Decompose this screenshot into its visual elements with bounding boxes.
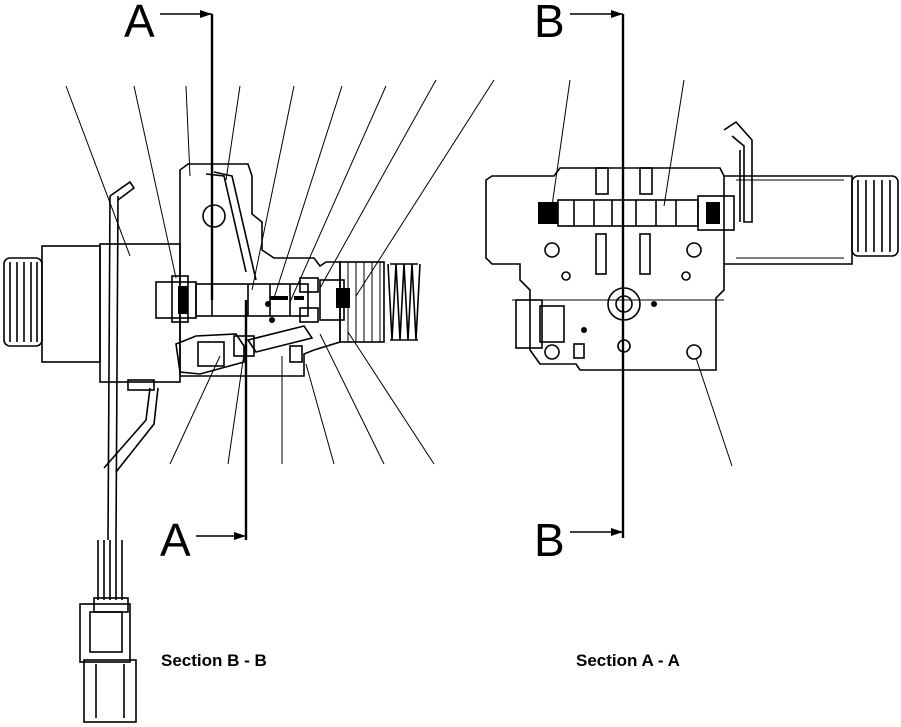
wire-harness: [97, 180, 159, 600]
spool-bore: [538, 167, 735, 275]
body-holes: [544, 242, 702, 360]
section-mark-b-top: B: [534, 0, 565, 47]
leader-lines-top: [65, 79, 495, 303]
section-b-b-view: A A: [3, 0, 495, 723]
section-mark-a-bottom: A: [160, 514, 191, 566]
spring-assembly: [319, 261, 421, 343]
leader-lines-right: [551, 79, 733, 467]
solenoid-coil: [41, 243, 181, 391]
spool: [155, 277, 319, 323]
coil-nut-right: [851, 175, 899, 257]
section-mark-a-top: A: [124, 0, 155, 47]
cutting-line-a: A A: [124, 0, 248, 566]
coil-nut: [3, 257, 43, 347]
section-mark-b-bottom: B: [534, 514, 565, 566]
cutting-line-b: B B: [534, 0, 625, 566]
leader-lines-bottom: [169, 331, 435, 465]
connector: [79, 597, 137, 723]
port-fitting: [175, 325, 314, 375]
section-a-a-caption: Section A - A: [576, 651, 680, 670]
side-fitting: [515, 299, 585, 359]
valve-block: [485, 167, 853, 371]
valve-body: [171, 163, 341, 377]
section-b-b-caption: Section B - B: [161, 651, 267, 670]
section-a-a-view: B B: [485, 0, 899, 670]
wire-tube: [723, 120, 753, 223]
